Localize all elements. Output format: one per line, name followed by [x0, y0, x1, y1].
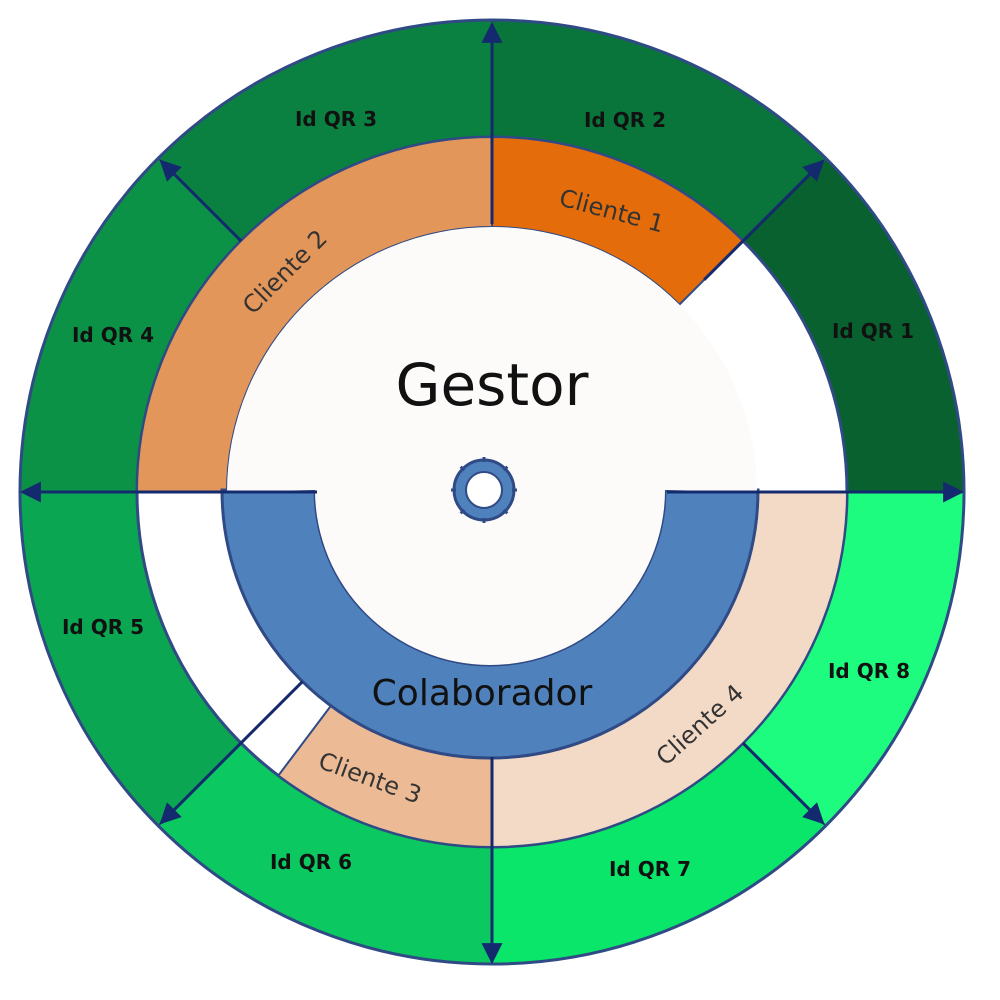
divider-arrow-lower-left — [159, 680, 304, 825]
hub-tick — [459, 508, 466, 515]
qr-label-8: Id QR 8 — [828, 659, 910, 683]
manager-title: Gestor — [396, 351, 589, 419]
qr-label-3: Id QR 3 — [295, 107, 377, 131]
divider-arrow-upper-left — [159, 159, 243, 243]
client-ring — [135, 135, 849, 849]
collaborator-label: Colaborador — [372, 673, 593, 714]
hub-tick — [459, 465, 466, 472]
qr-label-4: Id QR 4 — [72, 323, 154, 347]
qr-label-1: Id QR 1 — [832, 319, 914, 343]
qr-label-2: Id QR 2 — [584, 108, 666, 132]
hub-tick — [502, 508, 509, 515]
segment-divider-arrows — [19, 21, 965, 965]
qr-label-6: Id QR 6 — [270, 850, 352, 874]
hub-ticks — [451, 457, 517, 523]
divider-arrow-lower-right — [741, 741, 825, 825]
qr-label-5: Id QR 5 — [62, 615, 144, 639]
hub-tick — [502, 465, 509, 472]
manager-center-disc — [227, 227, 757, 665]
hub-inner — [465, 471, 503, 509]
outer-ring — [18, 18, 966, 966]
qr-label-7: Id QR 7 — [609, 857, 691, 881]
divider-arrow-upper-right — [703, 159, 825, 281]
